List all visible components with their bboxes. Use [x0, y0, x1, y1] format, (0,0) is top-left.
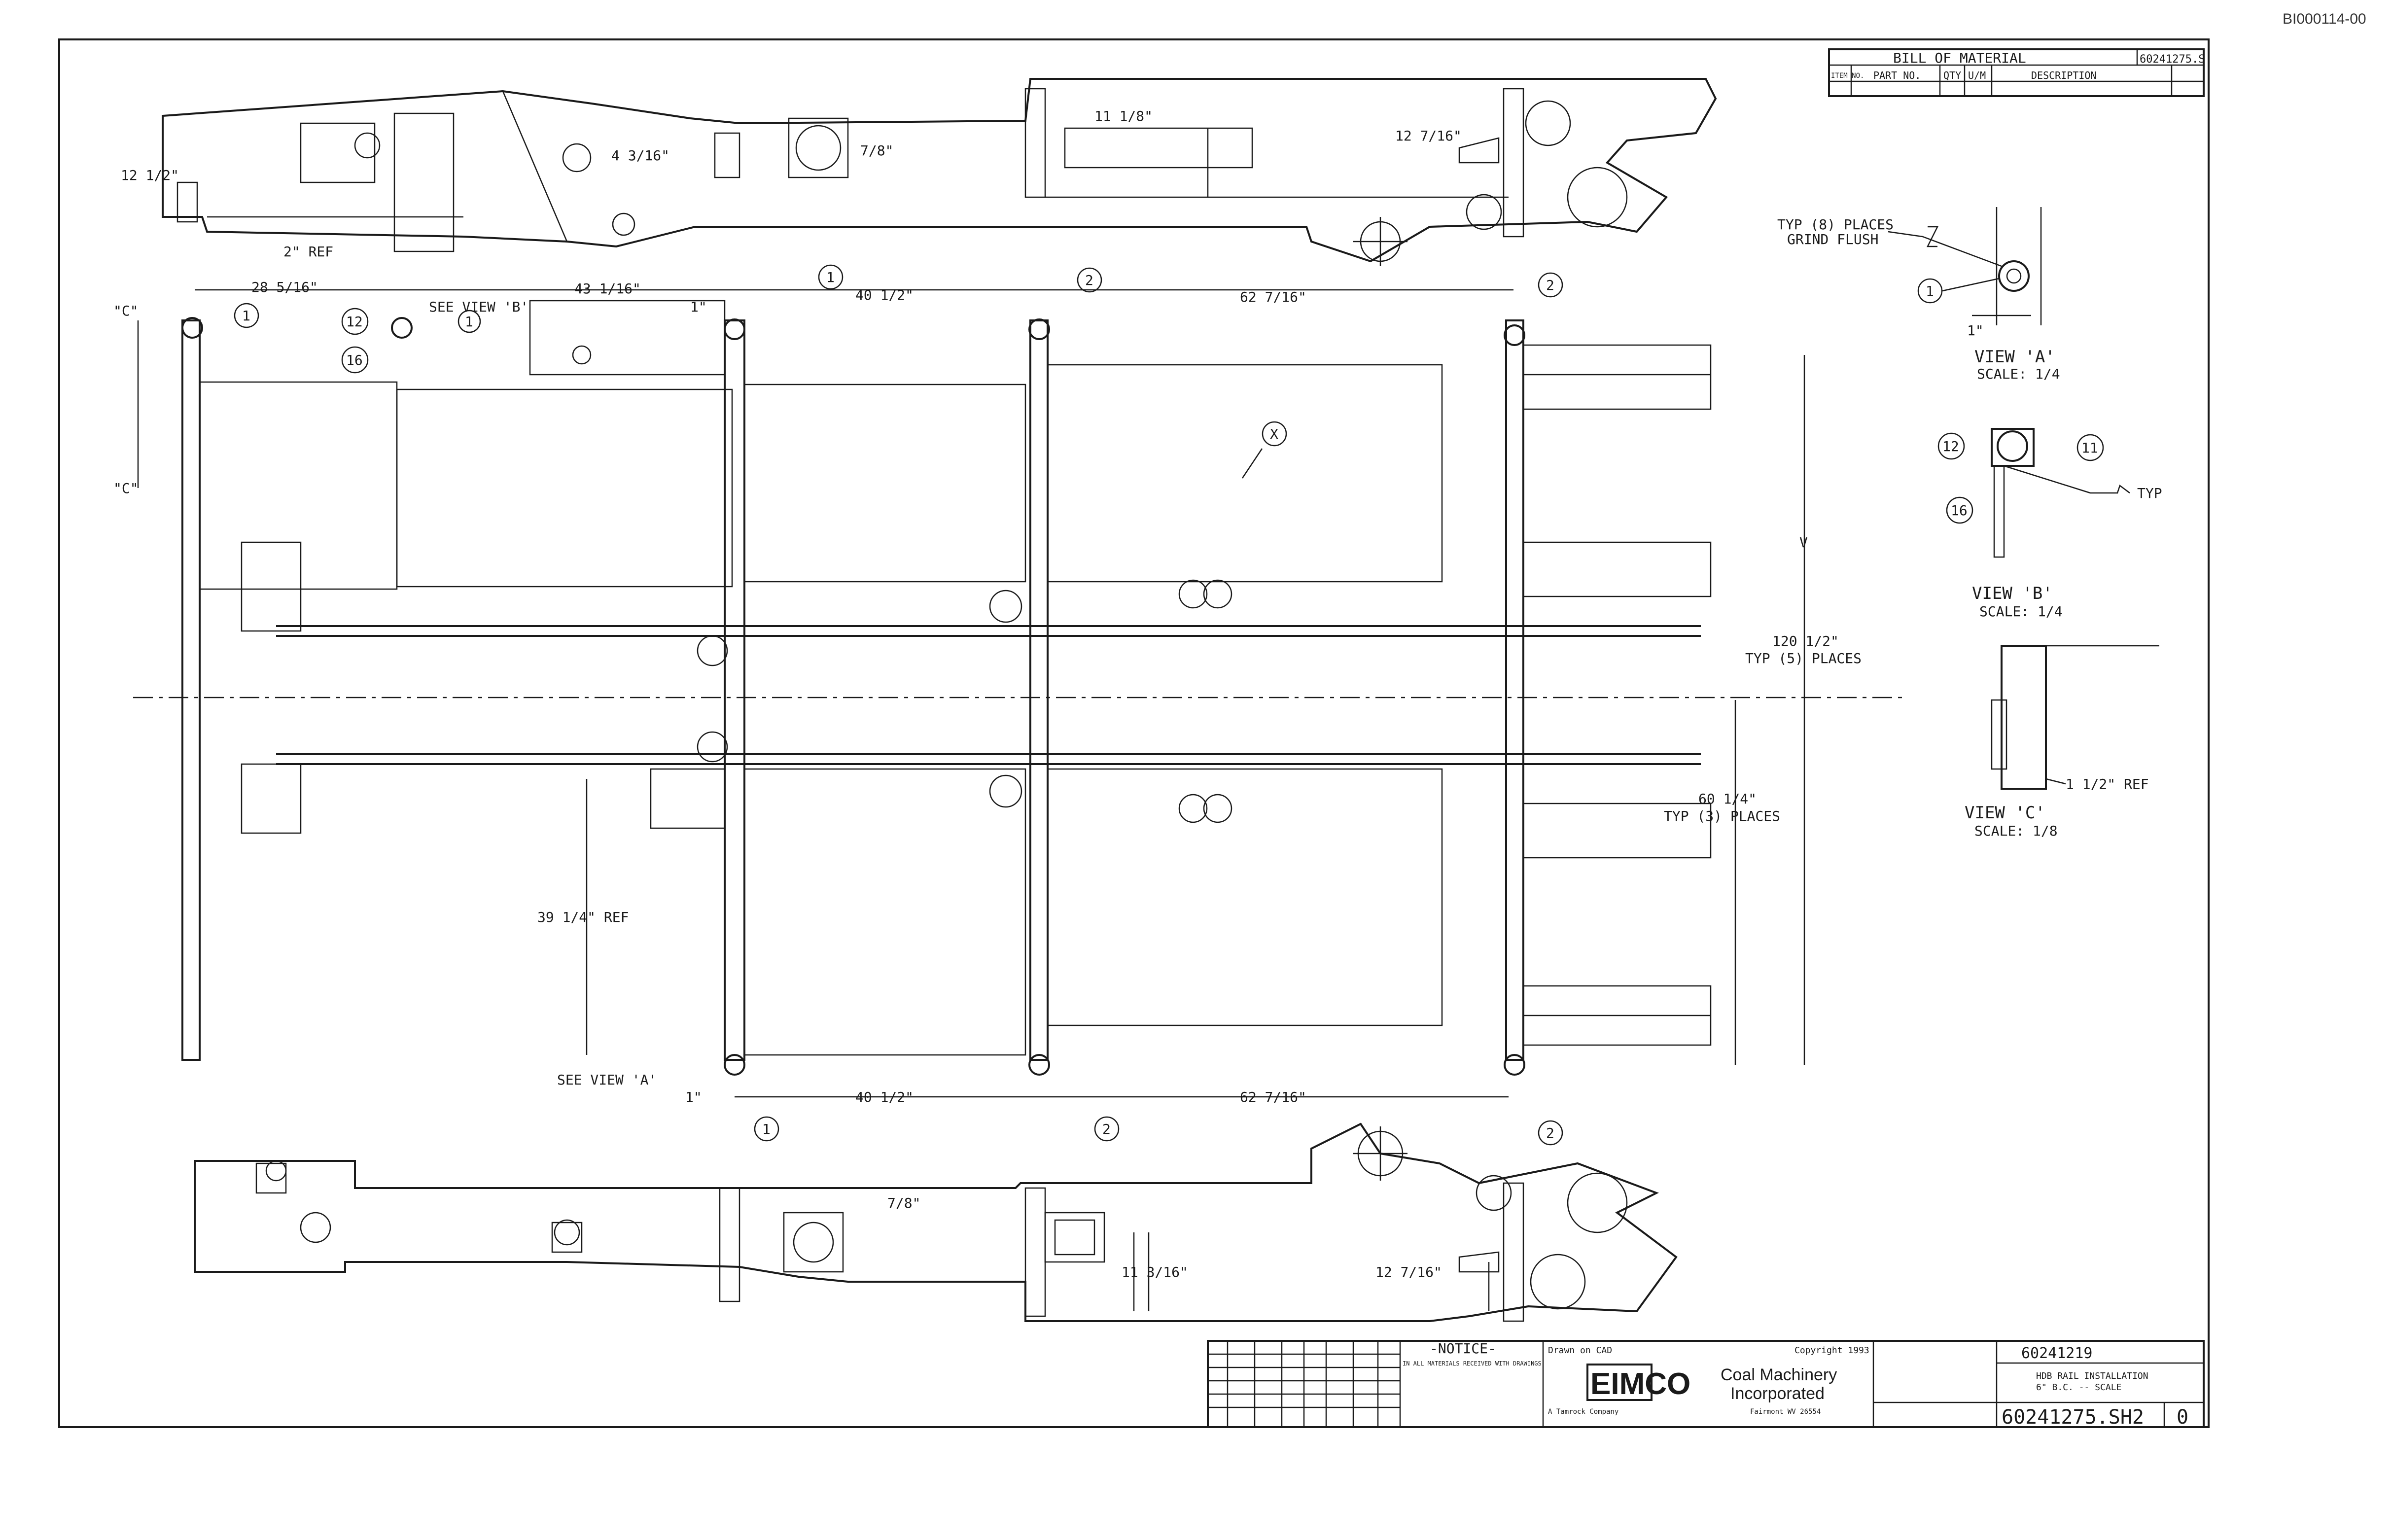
detail-view-b: 12 11 16 — [1937, 428, 2130, 558]
title-block — [1207, 1340, 2205, 1428]
view-c-dim: 1 1/2" REF — [2066, 776, 2149, 792]
view-a-scale: SCALE: 1/4 — [1977, 366, 2060, 382]
plan-view — [133, 289, 1908, 1098]
dim-40-1-2-bottom: 40 1/2" — [855, 1089, 914, 1105]
bom-col-desc: DESCRIPTION — [2031, 70, 2096, 81]
dim-60-1-4: 60 1/4" — [1698, 791, 1757, 807]
dim-39-1-4-ref: 39 1/4" REF — [537, 909, 629, 925]
dim-2-ref: 2" REF — [283, 244, 333, 260]
balloon-group: 1 1 2 2 12 16 1 X 1 2 2 — [234, 264, 1563, 1146]
detail-view-a: 1 — [1888, 207, 2042, 325]
drawing-title-1: HDB RAIL INSTALLATION — [2036, 1371, 2148, 1381]
view-a-note-typ: TYP (8) PLACES — [1777, 216, 1894, 233]
drawing-number: 60241275.SH2 — [2002, 1406, 2144, 1429]
view-a-title: VIEW 'A' — [1974, 347, 2055, 367]
balloon-1-c: 1 — [465, 314, 473, 330]
view-b-scale: SCALE: 1/4 — [1979, 603, 2063, 620]
company-line-2: Incorporated — [1730, 1384, 1825, 1403]
view-c-scale: SCALE: 1/8 — [1974, 823, 2058, 839]
detail-view-c — [1991, 645, 2159, 790]
bom-col-part: PART NO. — [1873, 70, 1921, 81]
bom-col-qty: QTY — [1943, 70, 1961, 81]
balloon-1-a: 1 — [242, 308, 250, 324]
view-b-typ: TYP — [2137, 485, 2162, 501]
dim-11-1-8: 11 1/8" — [1094, 108, 1153, 124]
dim-28-5-16: 28 5/16" — [251, 279, 318, 295]
view-b-balloon-16: 16 — [1951, 502, 1968, 519]
balloon-16: 16 — [346, 352, 363, 368]
eimco-logo: EIMCO — [1590, 1367, 1690, 1401]
bottom-side-view — [194, 1122, 1678, 1322]
section-c-lower: "C" — [113, 480, 139, 496]
section-mark-v: V — [1799, 534, 1808, 551]
document-id: BI000114-00 — [2283, 11, 2366, 27]
dim-40-1-2-top: 40 1/2" — [855, 287, 914, 303]
view-a-note-grind: GRIND FLUSH — [1787, 231, 1878, 247]
company-line-1: Coal Machinery — [1721, 1365, 1837, 1384]
balloon-2-b: 2 — [1546, 277, 1554, 293]
view-b-balloon-11: 11 — [2081, 440, 2098, 456]
copyright: Copyright 1993 — [1794, 1345, 1869, 1356]
company-city: Fairmont WV 26554 — [1750, 1408, 1821, 1416]
drawn-on-cad: Drawn on CAD — [1548, 1345, 1612, 1356]
dim-7-8-top: 7/8" — [860, 142, 893, 159]
notice-title: -NOTICE- — [1430, 1340, 1496, 1357]
bom-number: 60241275.S — [2140, 53, 2205, 66]
dim-7-8-bottom: 7/8" — [887, 1195, 920, 1211]
dim-12-7-16-bottom: 12 7/16" — [1375, 1264, 1442, 1280]
balloon-12: 12 — [346, 314, 363, 330]
view-b-title: VIEW 'B' — [1972, 584, 2053, 603]
view-c-title: VIEW 'C' — [1965, 803, 2045, 823]
dim-62-7-16-top: 62 7/16" — [1240, 289, 1306, 305]
balloon-2-a: 2 — [1085, 272, 1093, 288]
dim-43-1-16: 43 1/16" — [574, 280, 641, 297]
view-a-balloon-1: 1 — [1926, 283, 1934, 299]
drawing-title-2: 6" B.C. -- SCALE — [2036, 1382, 2121, 1393]
top-side-view — [162, 78, 1717, 266]
dim-120-1-2: 120 1/2" — [1772, 633, 1839, 649]
view-b-balloon-12: 12 — [1942, 438, 1959, 455]
dim-11-3-16: 11 3/16" — [1122, 1264, 1188, 1280]
see-view-a: SEE VIEW 'A' — [557, 1072, 657, 1088]
sheet-border — [58, 38, 2210, 1428]
dim-12-7-16-top: 12 7/16" — [1395, 128, 1462, 144]
notice-line: IN ALL MATERIALS RECEIVED WITH DRAWINGS — [1403, 1360, 1542, 1367]
balloon-x: X — [1270, 426, 1278, 442]
dim-1-bottom: 1" — [685, 1089, 702, 1105]
bill-of-material — [1828, 48, 2205, 97]
next-assembly-number: 60241219 — [2021, 1345, 2093, 1362]
typ-5-places: TYP (5) PLACES — [1745, 650, 1862, 666]
balloon-2-d: 2 — [1546, 1125, 1554, 1141]
balloon-1-b: 1 — [826, 269, 835, 285]
dim-1-top: 1" — [690, 299, 707, 315]
view-a-dim: 1" — [1967, 322, 1984, 339]
bom-col-item: ITEM NO. — [1831, 72, 1864, 80]
see-view-b: SEE VIEW 'B' — [429, 299, 528, 315]
balloon-1-d: 1 — [762, 1121, 771, 1137]
balloon-2-c: 2 — [1102, 1121, 1111, 1137]
revision: 0 — [2177, 1406, 2188, 1429]
dim-12-1-2: 12 1/2" — [121, 167, 179, 183]
company-sub: A Tamrock Company — [1548, 1408, 1618, 1416]
bom-col-um: U/M — [1968, 70, 1986, 81]
section-c-upper: "C" — [113, 303, 139, 319]
dim-62-7-16-bottom: 62 7/16" — [1240, 1089, 1306, 1105]
dim-4-3-16: 4 3/16" — [611, 147, 669, 164]
typ-3-places: TYP (3) PLACES — [1664, 808, 1780, 824]
bom-title: BILL OF MATERIAL — [1893, 50, 2026, 66]
